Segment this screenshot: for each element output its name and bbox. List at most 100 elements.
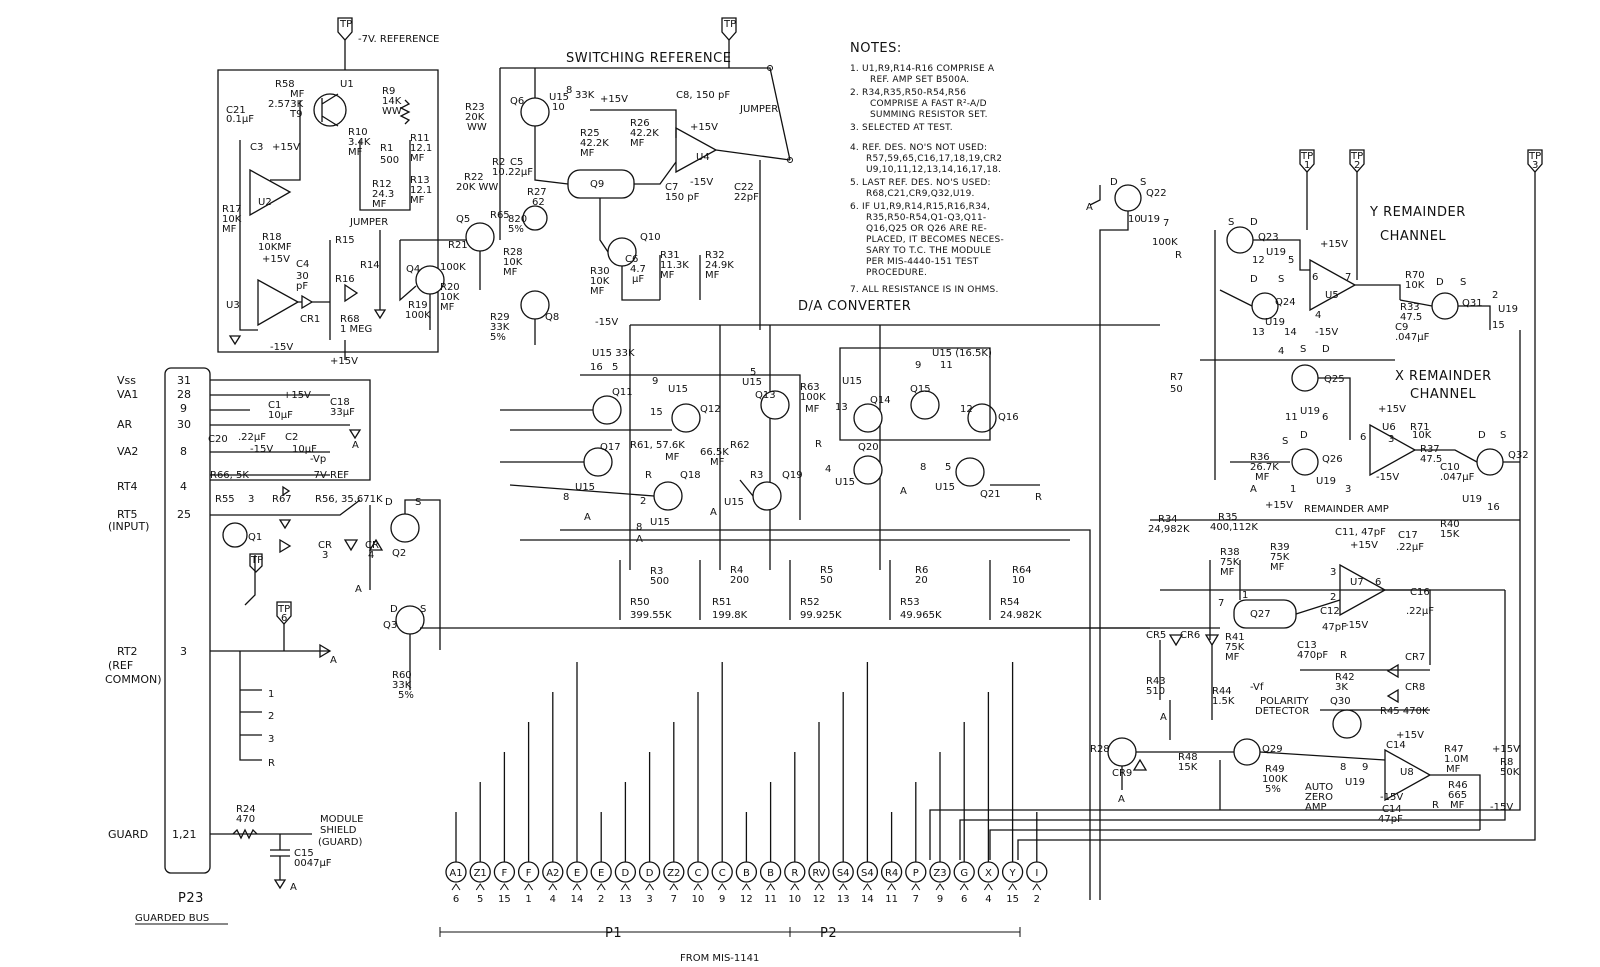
svg-text:+15V: +15V bbox=[1378, 404, 1406, 415]
svg-text:R11: R11 bbox=[410, 133, 430, 144]
svg-text:11: 11 bbox=[1285, 412, 1298, 423]
svg-text:R31: R31 bbox=[660, 250, 680, 261]
bus-terminal: Z27 bbox=[663, 722, 685, 905]
svg-text:A: A bbox=[1250, 484, 1257, 495]
svg-text:R12: R12 bbox=[372, 179, 392, 190]
svg-text:R: R bbox=[645, 470, 652, 481]
p2-label: P2 bbox=[820, 926, 837, 941]
svg-text:+15V: +15V bbox=[1492, 744, 1520, 755]
bus-terminal-circle bbox=[638, 861, 661, 883]
svg-text:Q30: Q30 bbox=[1330, 696, 1351, 707]
svg-text:1 MEG: 1 MEG bbox=[340, 324, 372, 335]
svg-text:C5: C5 bbox=[510, 157, 523, 168]
svg-text:U15 (16.5K): U15 (16.5K) bbox=[932, 348, 992, 359]
svg-text:R43: R43 bbox=[1146, 676, 1166, 687]
svg-text:U19: U19 bbox=[1300, 406, 1320, 417]
svg-text:R55: R55 bbox=[215, 494, 235, 505]
svg-text:MF: MF bbox=[705, 270, 720, 281]
q13-transistor bbox=[760, 390, 790, 420]
svg-text:24.9K: 24.9K bbox=[705, 260, 734, 271]
svg-text:28: 28 bbox=[177, 388, 191, 401]
svg-text:0047μF: 0047μF bbox=[294, 858, 332, 869]
svg-text:6: 6 bbox=[1360, 432, 1366, 443]
svg-text:GUARD: GUARD bbox=[108, 828, 148, 841]
svg-text:75K: 75K bbox=[1270, 552, 1290, 563]
svg-text:4: 4 bbox=[1315, 310, 1321, 321]
svg-text:50: 50 bbox=[820, 575, 833, 586]
svg-text:U15: U15 bbox=[742, 377, 762, 388]
svg-text:200: 200 bbox=[730, 575, 749, 586]
svg-text:66.5K: 66.5K bbox=[700, 447, 729, 458]
bus-terminal-pin: 11 bbox=[764, 894, 777, 905]
svg-text:MF: MF bbox=[1446, 764, 1461, 775]
bus-terminal-signal: Y bbox=[1009, 868, 1017, 879]
bus-terminal-circle bbox=[614, 861, 637, 883]
svg-text:A: A bbox=[710, 507, 717, 518]
svg-text:AR: AR bbox=[117, 418, 133, 431]
bus-terminal: D13 bbox=[614, 782, 637, 905]
guarded-bus-label: GUARDED BUS bbox=[135, 913, 209, 924]
svg-text:100K: 100K bbox=[440, 262, 466, 273]
svg-text:Q14: Q14 bbox=[870, 395, 891, 406]
svg-text:+15V: +15V bbox=[1396, 730, 1424, 741]
svg-text:+15V: +15V bbox=[1350, 540, 1378, 551]
svg-text:R3: R3 bbox=[650, 566, 663, 577]
bus-terminal: C10 bbox=[687, 692, 709, 905]
svg-text:33K: 33K bbox=[575, 90, 595, 101]
p23-supply-wiring: +15V C18 33μF C1 10μF C20 .22μF C2 -15V … bbox=[208, 379, 371, 481]
svg-text:Q6: Q6 bbox=[510, 96, 524, 107]
svg-text:MF: MF bbox=[410, 153, 425, 164]
svg-text:R63: R63 bbox=[800, 382, 820, 393]
tp7-reference-label: -7V. REFERENCE bbox=[358, 34, 439, 45]
svg-text:C7: C7 bbox=[665, 182, 678, 193]
svg-text:C14: C14 bbox=[1382, 804, 1402, 815]
bus-terminal-signal: E bbox=[574, 868, 580, 879]
svg-text:24,982K: 24,982K bbox=[1148, 524, 1190, 535]
svg-text:8: 8 bbox=[180, 445, 187, 458]
svg-text:4.7: 4.7 bbox=[630, 264, 646, 275]
u4-opamp bbox=[675, 126, 718, 174]
switching-reference-label: SWITCHING REFERENCE bbox=[566, 51, 731, 66]
svg-text:R20: R20 bbox=[440, 282, 460, 293]
svg-text:6: 6 bbox=[1375, 577, 1381, 588]
svg-text:0.1μF: 0.1μF bbox=[226, 114, 254, 125]
svg-text:R53: R53 bbox=[900, 597, 920, 608]
bus-terminal-pin: 4 bbox=[985, 894, 991, 905]
svg-text:R22: R22 bbox=[464, 172, 484, 183]
svg-text:10KMF: 10KMF bbox=[258, 242, 292, 253]
svg-text:U19: U19 bbox=[1265, 317, 1285, 328]
svg-text:2. R34,R35,R50-R54,R56: 2. R34,R35,R50-R54,R56 bbox=[850, 88, 966, 98]
svg-text:POLARITY: POLARITY bbox=[1260, 696, 1310, 707]
svg-text:99.925K: 99.925K bbox=[800, 610, 842, 621]
from-label: FROM MIS-1141 bbox=[680, 953, 759, 964]
bus-terminal: F1 bbox=[517, 722, 540, 905]
svg-text:TP: TP bbox=[1528, 151, 1541, 162]
svg-text:11: 11 bbox=[940, 360, 953, 371]
svg-text:10μF: 10μF bbox=[268, 410, 293, 421]
svg-text:S: S bbox=[415, 497, 421, 508]
svg-text:R3: R3 bbox=[750, 470, 763, 481]
svg-text:R52: R52 bbox=[800, 597, 820, 608]
u3-opamp bbox=[257, 278, 300, 327]
svg-text:-15V: -15V bbox=[1315, 327, 1338, 338]
connector-p23: Vss 31 VA1 28 9 AR 30 VA2 8 RT4 4 RT5 25… bbox=[105, 367, 228, 925]
bus-terminal-pin: 4 bbox=[550, 894, 556, 905]
svg-text:S: S bbox=[420, 604, 426, 615]
bus-terminal-pin: 6 bbox=[453, 894, 459, 905]
svg-text:Q11: Q11 bbox=[612, 387, 633, 398]
bus-terminal-pin: 7 bbox=[671, 894, 677, 905]
svg-text:R58: R58 bbox=[275, 79, 295, 90]
svg-text:A: A bbox=[1086, 202, 1093, 213]
svg-text:A: A bbox=[290, 882, 297, 893]
svg-text:SHIELD: SHIELD bbox=[320, 825, 357, 836]
da-converter-block: D/A CONVERTER bbox=[500, 299, 1160, 900]
svg-text:7. ALL RESISTANCE IS IN OHMS.: 7. ALL RESISTANCE IS IN OHMS. bbox=[850, 285, 999, 295]
bus-terminal: A24 bbox=[542, 692, 564, 905]
bus-terminal-pin: 13 bbox=[837, 894, 850, 905]
svg-text:Q20: Q20 bbox=[858, 442, 879, 453]
svg-text:7: 7 bbox=[1218, 598, 1224, 609]
bus-terminal-pin: 1 bbox=[525, 894, 531, 905]
bus-terminal-pin: 5 bbox=[477, 894, 483, 905]
bus-terminal-circle bbox=[905, 861, 927, 883]
